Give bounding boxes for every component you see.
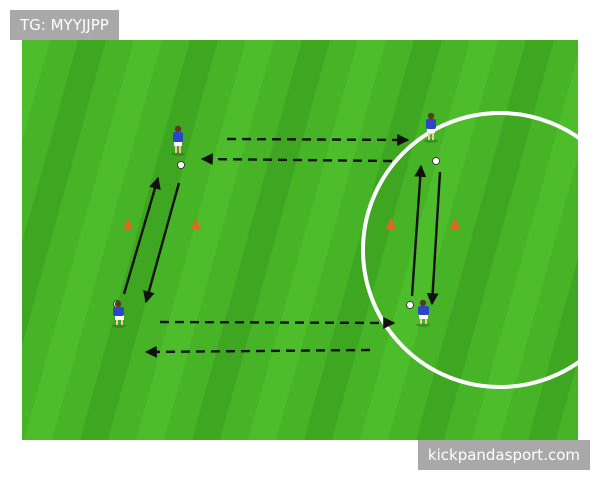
pitch-stripe <box>528 258 578 440</box>
cones <box>123 217 460 230</box>
player-top-left <box>171 125 185 156</box>
pitch-stripe <box>80 40 218 440</box>
pitch-stripe <box>22 40 50 142</box>
ball-top-left <box>177 161 185 169</box>
pitch-stripe <box>584 40 600 440</box>
player-bottom-right <box>416 299 430 327</box>
arrow-right-run-up <box>410 164 427 297</box>
arrows <box>122 133 442 358</box>
arrow-bottom-pass-left <box>144 345 371 358</box>
arrow-top-pass-left <box>200 153 393 166</box>
pitch-stripe <box>24 40 162 440</box>
arrow-right-run-down <box>426 171 442 306</box>
ball-top-right <box>432 157 440 165</box>
website-watermark: kickpandasport.com <box>417 440 590 470</box>
cone-right-1 <box>386 217 396 229</box>
ball-bottom-right <box>406 301 414 309</box>
telegram-tag: TG: MYYJJPP <box>10 10 119 40</box>
players <box>112 112 438 328</box>
center-circle <box>361 111 578 389</box>
pitch-stripe <box>472 54 578 440</box>
arrow-left-run-down <box>143 182 181 304</box>
player-bottom-left <box>112 300 126 328</box>
pitch-markings <box>361 111 578 389</box>
arrow-top-pass-right <box>226 133 410 146</box>
cone-left-2 <box>191 218 201 230</box>
cone-left-1 <box>123 218 133 230</box>
arrow-left-run-up <box>122 176 161 295</box>
pitch-stripe <box>136 40 274 440</box>
pitch <box>22 40 600 440</box>
cone-right-2 <box>450 217 460 229</box>
pitch-stripe <box>416 40 554 440</box>
player-top-right <box>424 112 438 143</box>
pitch-stripe <box>22 40 106 346</box>
arrow-bottom-pass-right <box>159 316 396 329</box>
